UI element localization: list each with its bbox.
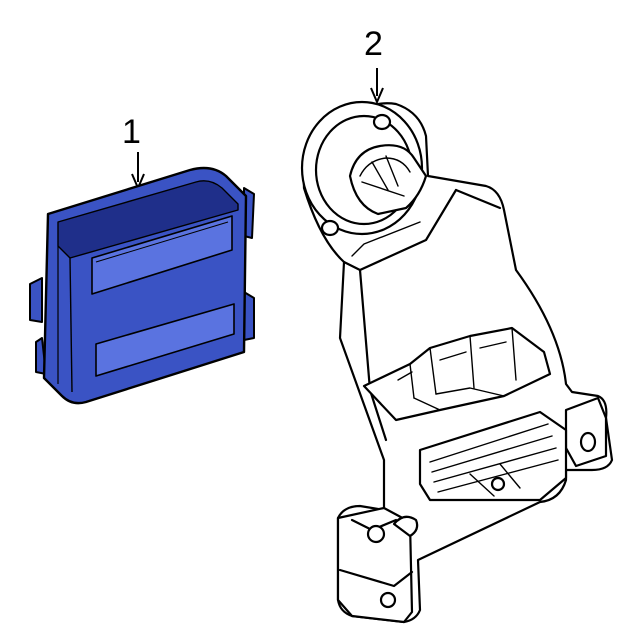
callout-arrowhead-2 bbox=[370, 87, 384, 105]
mounting-bracket bbox=[300, 100, 614, 624]
callout-2: 2 bbox=[364, 25, 384, 105]
control-module bbox=[29, 166, 255, 405]
callout-number-1: 1 bbox=[122, 113, 141, 151]
callout-1: 1 bbox=[122, 113, 145, 191]
callout-number-2: 2 bbox=[364, 25, 383, 63]
